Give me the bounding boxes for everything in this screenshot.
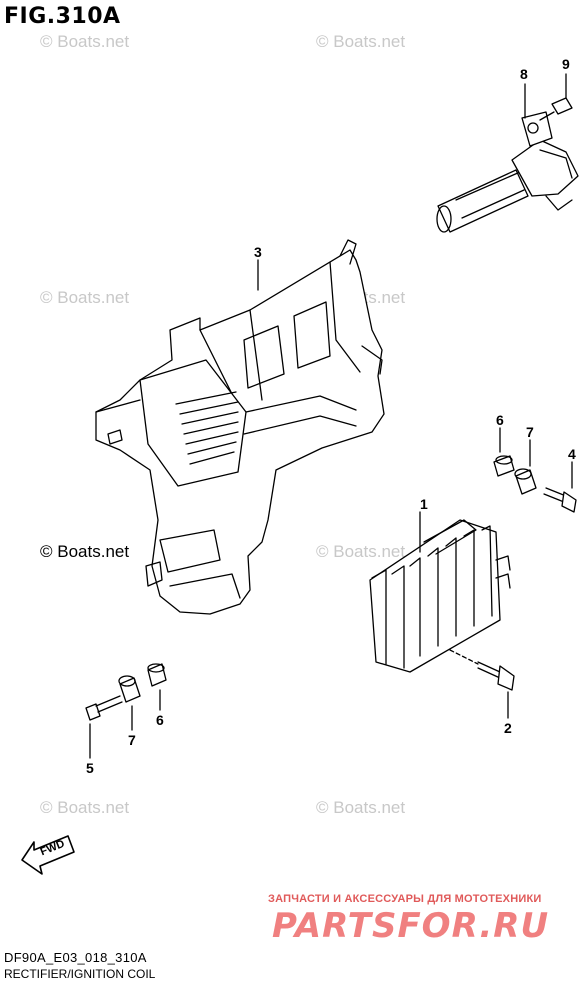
- watermark: © Boats.net: [40, 288, 130, 307]
- collar-7-left: [118, 675, 141, 703]
- watermark: © Boats.net: [40, 542, 130, 561]
- callout-4: 4: [568, 446, 576, 462]
- callout-6-right: 6: [496, 412, 504, 428]
- vendor-tagline: ЗАПЧАСТИ И АКСЕССУАРЫ ДЛЯ МОТОТЕХНИКИ: [268, 893, 542, 905]
- callout-7-right: 7: [526, 424, 534, 440]
- watermark: © Boats.net: [40, 32, 130, 51]
- watermark: © Boats.net: [316, 32, 406, 51]
- ignition-coil: [436, 111, 579, 233]
- bracket: [95, 239, 385, 615]
- bolt-2: [477, 661, 515, 691]
- callout-9: 9: [562, 56, 570, 72]
- callout-1: 1: [420, 496, 428, 512]
- callout-5: 5: [86, 760, 94, 776]
- watermark: © Boats.net: [40, 798, 130, 817]
- callout-6-left: 6: [156, 712, 164, 728]
- vendor-logo: PARTSFOR.RU: [272, 906, 550, 946]
- callout-2: 2: [504, 720, 512, 736]
- model-code: DF90A_E03_018_310A: [4, 950, 147, 965]
- figure-title: FIG.310A: [4, 4, 121, 29]
- callout-8: 8: [520, 66, 528, 82]
- diagram-caption: RECTIFIER/IGNITION COIL: [4, 967, 156, 981]
- bolt-4: [543, 487, 577, 513]
- callout-3: 3: [254, 244, 262, 260]
- grommet-6-left: [147, 663, 167, 687]
- watermark: © Boats.net: [316, 542, 406, 561]
- forward-direction-arrow-icon: [21, 835, 75, 875]
- callout-7-left: 7: [128, 732, 136, 748]
- watermark: © Boats.net: [316, 798, 406, 817]
- grommet-6-right: [493, 455, 515, 477]
- bolt-5: [85, 695, 123, 721]
- rectifier: [369, 519, 511, 673]
- collar-7-right: [514, 468, 537, 495]
- bolt-9: [539, 97, 573, 121]
